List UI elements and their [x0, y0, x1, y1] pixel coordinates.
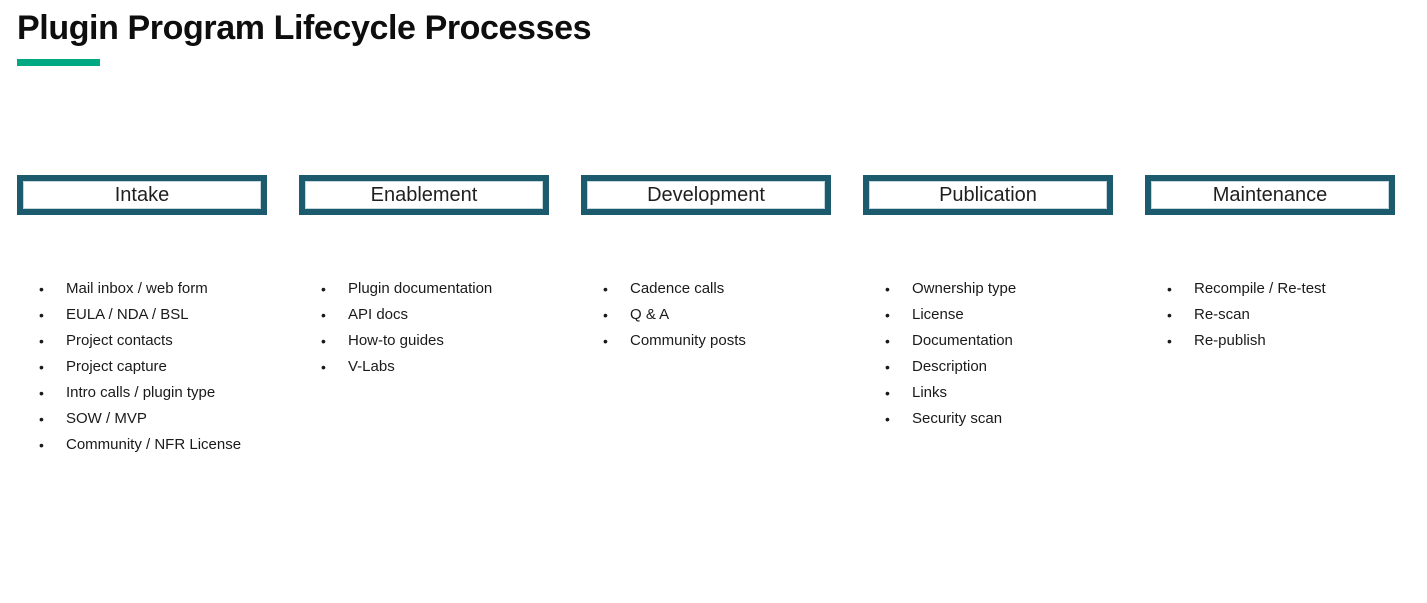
- list-item: EULA / NDA / BSL: [17, 302, 267, 328]
- columns-row: Intake Mail inbox / web formEULA / NDA /…: [17, 175, 1395, 458]
- list-item: Mail inbox / web form: [17, 276, 267, 302]
- list-item: Community posts: [581, 328, 831, 354]
- stage-header-label: Maintenance: [1212, 184, 1328, 206]
- stage-list: Mail inbox / web formEULA / NDA / BSLPro…: [17, 276, 267, 458]
- list-item: Description: [863, 354, 1113, 380]
- column-publication: Publication Ownership typeLicenseDocumen…: [863, 175, 1113, 458]
- stage-header-box: Development: [581, 175, 831, 215]
- list-item: Q & A: [581, 302, 831, 328]
- list-item: Re-publish: [1145, 328, 1395, 354]
- list-item: Documentation: [863, 328, 1113, 354]
- column-development: Development Cadence callsQ & ACommunity …: [581, 175, 831, 458]
- list-item: Recompile / Re-test: [1145, 276, 1395, 302]
- list-item: Re-scan: [1145, 302, 1395, 328]
- list-item: Links: [863, 380, 1113, 406]
- list-item: Security scan: [863, 406, 1113, 432]
- list-item: SOW / MVP: [17, 406, 267, 432]
- stage-header-box: Intake: [17, 175, 267, 215]
- list-item: Project capture: [17, 354, 267, 380]
- list-item: How-to guides: [299, 328, 549, 354]
- list-item: API docs: [299, 302, 549, 328]
- stage-list: Cadence callsQ & ACommunity posts: [581, 276, 831, 354]
- list-item: Ownership type: [863, 276, 1113, 302]
- list-item: Cadence calls: [581, 276, 831, 302]
- stage-header-box: Maintenance: [1145, 175, 1395, 215]
- stage-list: Plugin documentationAPI docsHow-to guide…: [299, 276, 549, 380]
- stage-header-label: Development: [647, 184, 765, 206]
- page-title: Plugin Program Lifecycle Processes: [17, 9, 592, 47]
- column-intake: Intake Mail inbox / web formEULA / NDA /…: [17, 175, 267, 458]
- stage-header-label: Intake: [114, 184, 170, 206]
- list-item: Plugin documentation: [299, 276, 549, 302]
- list-item: Intro calls / plugin type: [17, 380, 267, 406]
- list-item: License: [863, 302, 1113, 328]
- stage-header-label: Publication: [939, 184, 1037, 206]
- stage-list: Ownership typeLicenseDocumentationDescri…: [863, 276, 1113, 432]
- stage-header-box: Publication: [863, 175, 1113, 215]
- title-accent-bar: [17, 59, 100, 66]
- list-item: Project contacts: [17, 328, 267, 354]
- list-item: Community / NFR License: [17, 432, 267, 458]
- stage-list: Recompile / Re-testRe-scanRe-publish: [1145, 276, 1395, 354]
- list-item: V-Labs: [299, 354, 549, 380]
- column-enablement: Enablement Plugin documentationAPI docsH…: [299, 175, 549, 458]
- stage-header-box: Enablement: [299, 175, 549, 215]
- column-maintenance: Maintenance Recompile / Re-testRe-scanRe…: [1145, 175, 1395, 458]
- stage-header-label: Enablement: [370, 184, 478, 206]
